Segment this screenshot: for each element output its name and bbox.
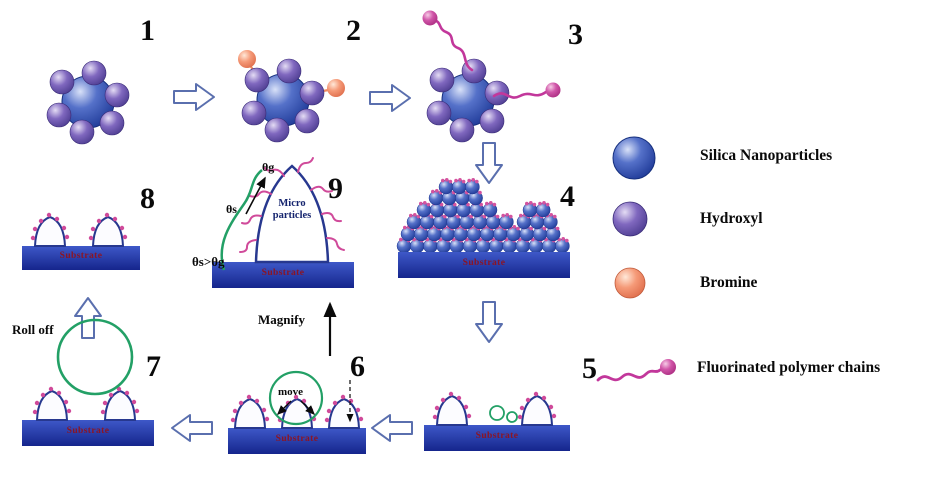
step-number-8: 8	[140, 182, 155, 215]
legend-label-hydroxyl: Hydroxyl	[700, 210, 763, 227]
bromine-sphere	[327, 79, 345, 97]
hydroxyl-sphere-icon	[612, 201, 648, 237]
fluorinated-chain-icon	[596, 368, 662, 382]
step-number-6: 6	[350, 350, 365, 383]
step-number-7: 7	[146, 350, 161, 383]
legend-icons	[596, 136, 676, 382]
magnify-label: Magnify	[258, 312, 305, 327]
step-5-substrate	[424, 390, 570, 451]
legend-label-fluorinated: Fluorinated polymer chains	[697, 359, 881, 376]
micro-particles-label: Micro particles	[272, 198, 312, 222]
silica-sphere-icon	[612, 136, 656, 180]
move-arrow-right	[300, 400, 315, 415]
arrow-step3-step4	[475, 142, 503, 184]
arrow-step4-step5	[475, 301, 503, 343]
arrow-step2-step3	[369, 84, 411, 112]
substrate-label-step7: Substrate	[66, 426, 110, 436]
fluorinated-chain-head	[660, 359, 676, 375]
substrate-label-step5: Substrate	[475, 431, 519, 441]
droplet-large	[56, 318, 134, 396]
droplet-small	[506, 411, 518, 423]
substrate-block	[424, 425, 570, 451]
substrate-label-step9: Substrate	[261, 268, 305, 278]
silica-cluster-step-3	[422, 10, 561, 143]
silica-cluster-step-2	[238, 50, 345, 143]
arrow-step6-step7	[171, 414, 213, 442]
contact-angle-curve	[220, 169, 263, 271]
droplet-small	[489, 405, 505, 421]
arrow-step7-step8	[74, 297, 102, 339]
legend-label-silica: Silica Nanoparticles	[700, 147, 833, 164]
substrate-block	[212, 262, 354, 288]
theta-relation-label: θs>θg	[192, 254, 225, 269]
step-number-5: 5	[582, 352, 597, 385]
step-7-substrate	[22, 318, 154, 446]
move-arrow-left	[277, 400, 292, 415]
polymer-chain	[492, 90, 548, 99]
substrate-block	[398, 252, 570, 278]
substrate-label-step8: Substrate	[59, 251, 103, 261]
substrate-block	[22, 246, 140, 270]
step-number-4: 4	[560, 180, 575, 213]
step-number-2: 2	[346, 14, 361, 47]
substrate-label-step4: Substrate	[462, 258, 506, 268]
polymer-fuzz	[239, 157, 345, 253]
step-8-substrate	[22, 211, 140, 270]
bromine-sphere-icon	[614, 267, 646, 299]
substrate-block	[228, 428, 366, 454]
theta-g-label: θg	[262, 160, 275, 174]
step-6-substrate	[228, 370, 366, 454]
angle-arrow	[245, 176, 266, 215]
step-number-3: 3	[568, 18, 583, 51]
substrate-label-step6: Substrate	[275, 434, 319, 444]
droplet-moving	[268, 370, 324, 426]
arrow-step5-step6	[371, 414, 413, 442]
silica-cluster-step-1	[46, 60, 130, 145]
step-4-coated-substrate	[396, 177, 570, 278]
polymer-chain	[432, 18, 474, 72]
theta-s-label: θs	[226, 202, 237, 216]
step-number-1: 1	[140, 14, 155, 47]
legend-label-bromine: Bromine	[700, 274, 758, 291]
step-number-9: 9	[328, 172, 343, 205]
move-label: move	[278, 386, 304, 398]
step-9-magnified-view	[212, 157, 354, 288]
substrate-block	[22, 420, 154, 446]
bromine-sphere	[238, 50, 256, 68]
arrow-step1-step2	[173, 83, 215, 111]
roll-off-label: Roll off	[12, 322, 54, 337]
